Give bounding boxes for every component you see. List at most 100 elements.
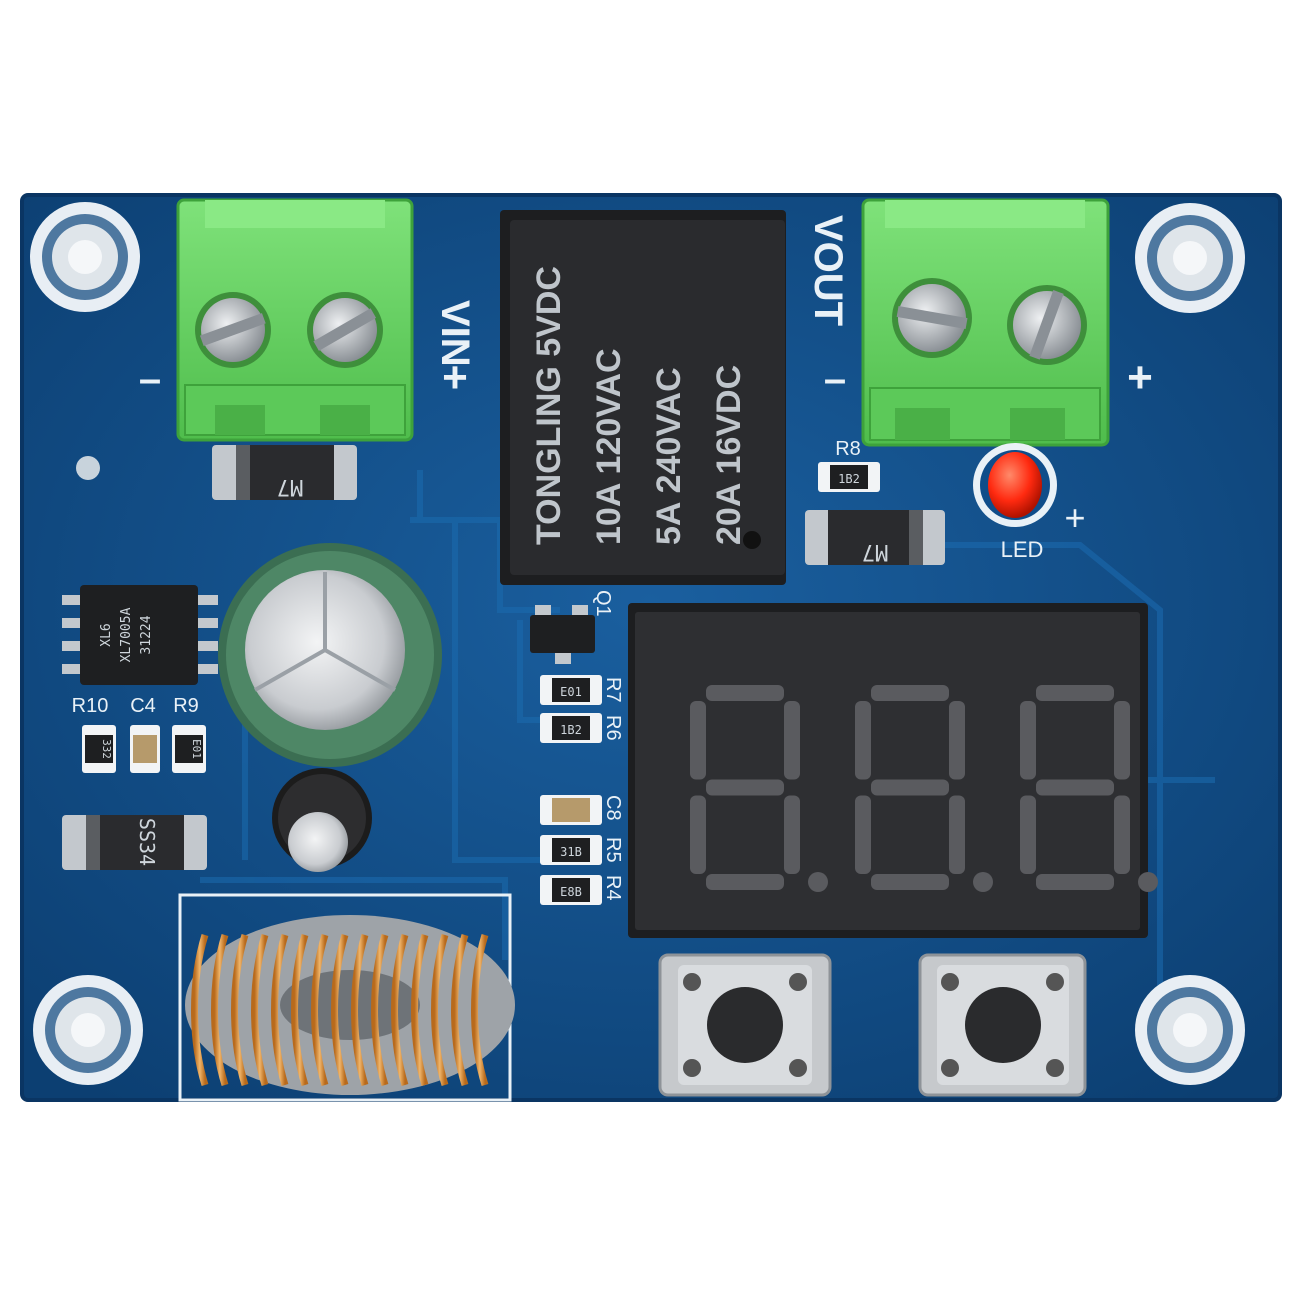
smd-capacitor-c8 [540, 795, 602, 825]
digit-1-decimal-point [808, 872, 828, 892]
diode-left-marking: SS34 [135, 818, 159, 866]
mounting-hole-top-right [1135, 203, 1245, 313]
ic-marking-1: XL6 [99, 623, 114, 646]
coil-winding [191, 933, 209, 1087]
relay-line-4: 20A 16VDC [710, 365, 748, 545]
vout-minus-label: – [824, 357, 846, 401]
screw-icon [892, 278, 972, 358]
smd-resistor-r5 [540, 835, 602, 865]
digit-1-segment-3 [706, 874, 784, 890]
digit-1-segment-5 [784, 701, 800, 780]
smd-capacitor-c4 [130, 725, 160, 773]
label-r7: R7 [602, 677, 624, 703]
coil-winding [271, 933, 289, 1087]
coil-winding [331, 933, 349, 1087]
digit-3-segment-5 [1114, 701, 1130, 780]
label-r9: R9 [173, 695, 199, 717]
resistor-r4-code: E8B [560, 885, 582, 899]
screw-icon [307, 292, 383, 368]
digit-2-segment-3 [871, 874, 949, 890]
smd-resistor-r8 [818, 462, 880, 492]
led-label: LED [1001, 537, 1044, 562]
coil-winding [211, 933, 229, 1087]
pcb-edge [20, 193, 1282, 1102]
toroid-inductor [178, 893, 515, 1102]
smd-resistor-r7 [540, 675, 602, 705]
diode-right-marking: M7 [862, 539, 889, 564]
label-c4: C4 [130, 695, 156, 717]
label-q1: Q1 [592, 590, 614, 617]
digit-1-segment-2 [706, 779, 784, 796]
digit-1-segment-6 [690, 795, 706, 874]
coil-winding [231, 933, 249, 1087]
tactile-button-right[interactable] [918, 953, 1087, 1097]
diode-right [805, 510, 945, 565]
label-r6: R6 [602, 715, 624, 741]
vin-plus-label: + [442, 353, 468, 402]
digit-1-segment-1 [706, 685, 784, 701]
digit-3-decimal-point [1138, 872, 1158, 892]
electrolytic-capacitor-small [272, 768, 372, 872]
digit-2-segment-4 [855, 701, 871, 780]
screw-icon [195, 292, 271, 368]
coil-winding [431, 933, 449, 1087]
digit-2-segment-7 [949, 795, 965, 874]
relay-line-3: 5A 240VAC [650, 367, 688, 545]
digit-3-segment-3 [1036, 874, 1114, 890]
mounting-hole-bottom-right [1135, 975, 1245, 1085]
vout-plus-label: + [1127, 353, 1153, 402]
digit-2-segment-5 [949, 701, 965, 780]
resistor-r10-code: 332 [100, 739, 113, 759]
ic-marking-2: XL7005A [119, 607, 134, 662]
digit-3-segment-1 [1036, 685, 1114, 701]
seven-segment-digits [690, 685, 1158, 892]
digit-3-segment-7 [1114, 795, 1130, 874]
digit-1-segment-7 [784, 795, 800, 874]
digit-2-segment-2 [871, 779, 949, 796]
led-plus-label: + [1064, 497, 1085, 538]
diode-left [62, 815, 207, 870]
coil-winding [471, 933, 489, 1087]
coil-winding [391, 933, 409, 1087]
coil-winding [251, 933, 269, 1087]
electrolytic-capacitor-large [218, 543, 442, 767]
vin-terminal-block [176, 198, 414, 442]
test-pad [76, 456, 100, 480]
relay [500, 210, 786, 585]
coil-winding [291, 933, 309, 1087]
digit-1-segment-4 [690, 701, 706, 780]
label-r8: R8 [835, 438, 861, 460]
vin-label: VIN [433, 300, 477, 367]
relay-line-2: 10A 120VAC [590, 348, 628, 545]
label-r4: R4 [602, 875, 624, 901]
coil-winding [351, 933, 369, 1087]
coil-winding [411, 933, 429, 1087]
smd-resistor-r4 [540, 875, 602, 905]
digit-2-segment-1 [871, 685, 949, 701]
digit-2-decimal-point [973, 872, 993, 892]
smd-resistor-r6 [540, 713, 602, 743]
smd-resistor-r9 [172, 725, 206, 773]
diode-top [212, 445, 357, 500]
ic-chip [62, 585, 218, 685]
mounting-hole-top-left [30, 202, 140, 312]
resistor-r9-code: E01 [190, 739, 203, 759]
digit-2-segment-6 [855, 795, 871, 874]
digit-3-segment-4 [1020, 701, 1036, 780]
resistor-r6-code: 1B2 [560, 723, 582, 737]
coil-winding [311, 933, 329, 1087]
tactile-button-left[interactable] [658, 953, 832, 1097]
screw-icon [1007, 285, 1087, 365]
label-r5: R5 [602, 837, 624, 863]
relay-line-1: TONGLING 5VDC [530, 266, 568, 545]
resistor-r7-code: E01 [560, 685, 582, 699]
vout-terminal-block [861, 198, 1110, 447]
label-r10: R10 [72, 695, 109, 717]
copper-coil [191, 933, 489, 1087]
red-led [973, 443, 1057, 527]
vout-label: VOUT [806, 215, 850, 326]
vin-minus-label: – [139, 357, 161, 401]
digit-3-segment-6 [1020, 795, 1036, 874]
mounting-hole-bottom-left [33, 975, 143, 1085]
